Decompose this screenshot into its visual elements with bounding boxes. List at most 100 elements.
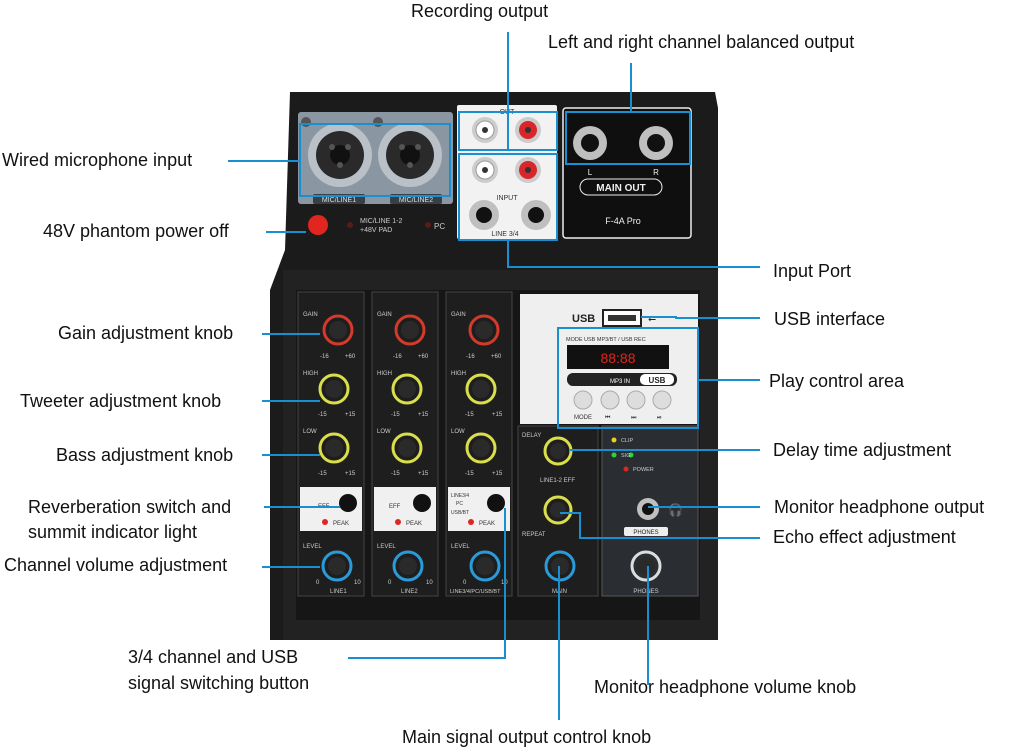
channel-name: LINE1 [330,589,347,595]
line34-pc-label: LINE3/4 [451,493,469,499]
usb-badge: USB [649,376,666,385]
gain-knob-label: Gain adjustment knob [58,323,234,343]
gain-knob[interactable] [468,314,500,346]
gain-knob[interactable] [322,314,354,346]
peak-label: PEAK [406,521,422,527]
channel-volume-label: Channel volume adjustment [4,555,228,575]
left-label: L [588,168,593,177]
phantom-power-area: MIC/LINE 1-2 +48V PAD PC [308,215,445,235]
bass-knob-label: Bass adjustment knob [56,445,234,465]
level-min: 0 [316,580,320,586]
high-knob[interactable] [391,373,423,405]
gain-min: -16 [466,354,475,360]
channel-strip-1: GAIN -16 +60 HIGH -15 +15 LOW -15 +15 EF… [297,291,365,597]
mic-input-label: Wired microphone input [2,150,193,170]
high-max: +15 [418,412,429,418]
low-max: +15 [345,471,356,477]
low-min: -15 [391,471,400,477]
player-display: 88:88 [600,350,635,366]
xlr-jack-2 [378,123,442,187]
prev-button[interactable] [600,390,620,410]
monitor-output-label: Monitor headphone output [774,497,985,517]
gain-min: -16 [320,354,329,360]
usb-interface-label: USB interface [774,309,886,329]
level-min: 0 [463,580,467,586]
input-port-line [507,240,760,268]
right-label: R [653,168,659,177]
phones-label: PHONES [633,530,658,536]
low-knob[interactable] [391,432,423,464]
high-min: -15 [318,412,327,418]
switch-button-label-1: 3/4 channel and USB [128,647,299,667]
balanced-output-box [565,111,691,165]
callout-lines [228,32,760,720]
mic-line1-label: MIC/LINE1 [322,197,356,204]
low-min: -15 [465,471,474,477]
main-output-knob-label: Main signal output control knob [402,727,652,747]
high-knob[interactable] [465,373,497,405]
play-pause-icon: ⏯ [657,415,662,421]
gain-knob[interactable] [394,314,426,346]
phones-knob[interactable] [630,550,662,582]
model-label: F-4A Pro [605,216,641,226]
usb-bt-label: USB/BT [451,510,469,516]
eff-label: EFF [389,504,401,510]
high-knob[interactable] [318,373,350,405]
high-label: HIGH [377,371,392,377]
mode-bar-label: MODE USB MP3/BT / USB REC [566,337,646,343]
low-knob[interactable] [318,432,350,464]
mic-input-panel: MIC/LINE1 MIC/LINE2 [298,112,453,204]
eff-button[interactable] [339,494,357,512]
level-label: LEVEL [303,544,322,550]
usb-label: USB [572,313,595,325]
xlr-jack-1 [308,123,372,187]
level-knob[interactable] [392,550,424,582]
gain-min: -16 [393,354,402,360]
headphone-jack[interactable] [642,503,654,515]
play-pause-button[interactable] [652,390,672,410]
phantom-power-button[interactable] [308,215,328,235]
next-button[interactable] [626,390,646,410]
switch-button-line [348,508,506,659]
gain-max: +60 [345,354,356,360]
clip-label: CLIP [621,438,634,444]
gain-max: +60 [491,354,502,360]
sig-label: SIG [621,453,630,459]
line12-eff-label: LINE1-2 EFF [540,478,575,484]
level-max: 10 [354,580,361,586]
high-label: HIGH [303,371,318,377]
peak-label: PEAK [479,521,495,527]
low-label: LOW [377,429,391,435]
phantom-power-label: 48V phantom power off [43,221,229,241]
io-panel: OUT INPUT LINE 3/4 [457,105,557,239]
input-port-label: Input Port [773,261,852,281]
pad-label-1: MIC/LINE 1-2 [360,218,403,225]
clip-led [611,437,617,443]
peak-led [322,519,328,525]
level-knob[interactable] [321,550,353,582]
level-knob[interactable] [469,550,501,582]
usb-player-panel: USB ⭠ MODE USB MP3/BT / USB REC 88:88 MP… [520,294,698,424]
low-knob[interactable] [465,432,497,464]
next-icon: ⏭ [631,415,637,421]
mic-line2-label: MIC/LINE2 [399,197,433,204]
power-label: POWER [633,467,654,473]
pc-label: PC [434,222,445,231]
main-out-panel: L R MAIN OUT F-4A Pro [562,107,692,239]
tweeter-knob-label: Tweeter adjustment knob [20,391,222,411]
repeat-knob[interactable] [543,495,573,525]
channel-name: LINE2 [401,589,418,595]
channel-strip-2: GAIN -16 +60 HIGH -15 +15 LOW -15 +15 EF… [371,291,439,597]
channel-name: LINE3/4/PC/USB/BT [450,589,501,595]
low-min: -15 [318,471,327,477]
mode-label: MODE [574,415,592,421]
mode-button[interactable] [573,390,593,410]
input-label: INPUT [497,195,519,202]
sig-led-2 [628,452,634,458]
mic-input-box [299,123,451,197]
usb-interface-line [641,316,760,319]
low-label: LOW [451,429,465,435]
eff-button[interactable] [413,494,431,512]
source-switch-button[interactable] [487,494,505,512]
